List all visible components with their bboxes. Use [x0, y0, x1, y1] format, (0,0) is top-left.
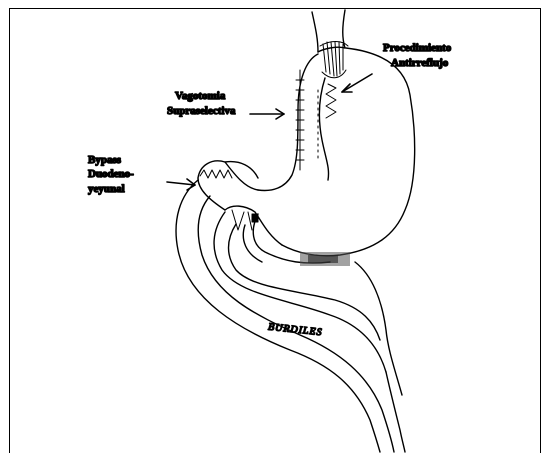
- label-antireflux-line1: Procedimiento: [383, 42, 452, 54]
- pancreas-stipple: [300, 252, 350, 266]
- artist-signature: BURDILES: [268, 322, 324, 339]
- label-bypass-line1: Bypass: [88, 154, 122, 166]
- antireflux-arrow: [342, 74, 372, 92]
- stomach-outline: [198, 48, 415, 256]
- label-bypass-line3: yeyunal: [88, 183, 125, 195]
- bypass-stitches: [200, 170, 232, 178]
- label-vagotomy-line2: Supraselectiva: [167, 105, 236, 117]
- label-vagotomy-line1: Vagotomia: [175, 90, 226, 102]
- label-antireflux-line2: Antirreflujo: [391, 57, 449, 69]
- esophagus: [312, 10, 345, 52]
- antireflux-stitches: [326, 84, 336, 118]
- vagotomy-suture-line: [296, 70, 318, 170]
- label-bypass-line2: Duodeno-: [88, 168, 134, 180]
- jejunal-limb: [176, 180, 405, 452]
